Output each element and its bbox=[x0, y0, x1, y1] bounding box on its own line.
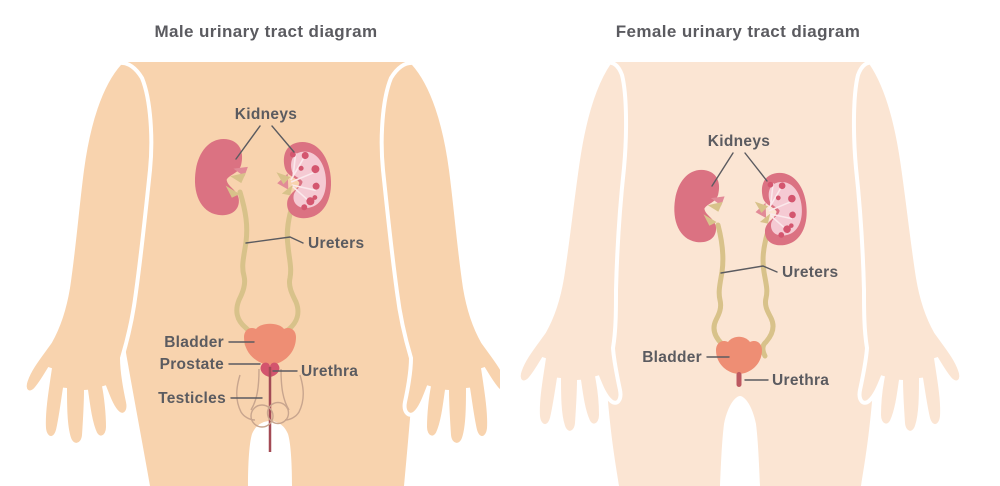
female-left-arm bbox=[516, 60, 629, 435]
male-kidneys-leader-right bbox=[271, 125, 295, 153]
male-panel: Male urinary tract diagram bbox=[22, 22, 511, 486]
female-kidneys-leader-left bbox=[711, 152, 734, 187]
female-body-silhouette bbox=[600, 62, 880, 486]
male-testicles-label: Testicles bbox=[158, 390, 226, 407]
male-kidneys-label: Kidneys bbox=[235, 106, 297, 123]
female-ureters-leader bbox=[720, 265, 778, 274]
female-urethra bbox=[736, 372, 742, 387]
male-left-ureter bbox=[234, 189, 253, 347]
male-bladder bbox=[244, 323, 296, 365]
female-kidneys-label: Kidneys bbox=[708, 133, 770, 150]
male-bladder-label: Bladder bbox=[164, 334, 224, 351]
male-figure-svg: Male urinary tract diagram bbox=[22, 22, 511, 486]
female-bladder-label: Bladder bbox=[642, 349, 702, 366]
female-urethra-label: Urethra bbox=[772, 372, 829, 389]
female-title: Female urinary tract diagram bbox=[616, 22, 861, 41]
female-bladder bbox=[716, 336, 762, 374]
male-prostate-label: Prostate bbox=[160, 356, 225, 373]
male-testicles-outline bbox=[236, 368, 304, 428]
female-annotations: Kidneys Ureters Bladder Urethra bbox=[642, 133, 838, 389]
male-body-silhouette bbox=[111, 62, 423, 486]
male-ureters-label: Ureters bbox=[308, 235, 364, 252]
male-ureters-leader bbox=[245, 236, 304, 244]
male-urethra-label: Urethra bbox=[301, 363, 358, 380]
female-figure-svg: Female urinary tract diagram Kidneys bbox=[516, 22, 964, 486]
female-panel: Female urinary tract diagram Kidneys bbox=[500, 0, 1000, 486]
male-title: Male urinary tract diagram bbox=[155, 22, 378, 41]
male-annotations: Kidneys Ureters Bladder Prostate Urethra… bbox=[158, 106, 364, 407]
female-right-arm bbox=[851, 60, 964, 435]
female-kidneys-leader-right bbox=[744, 152, 768, 182]
female-right-ureter bbox=[760, 228, 776, 359]
female-ureters-label: Ureters bbox=[782, 264, 838, 281]
male-kidneys-leader-left bbox=[235, 125, 261, 160]
